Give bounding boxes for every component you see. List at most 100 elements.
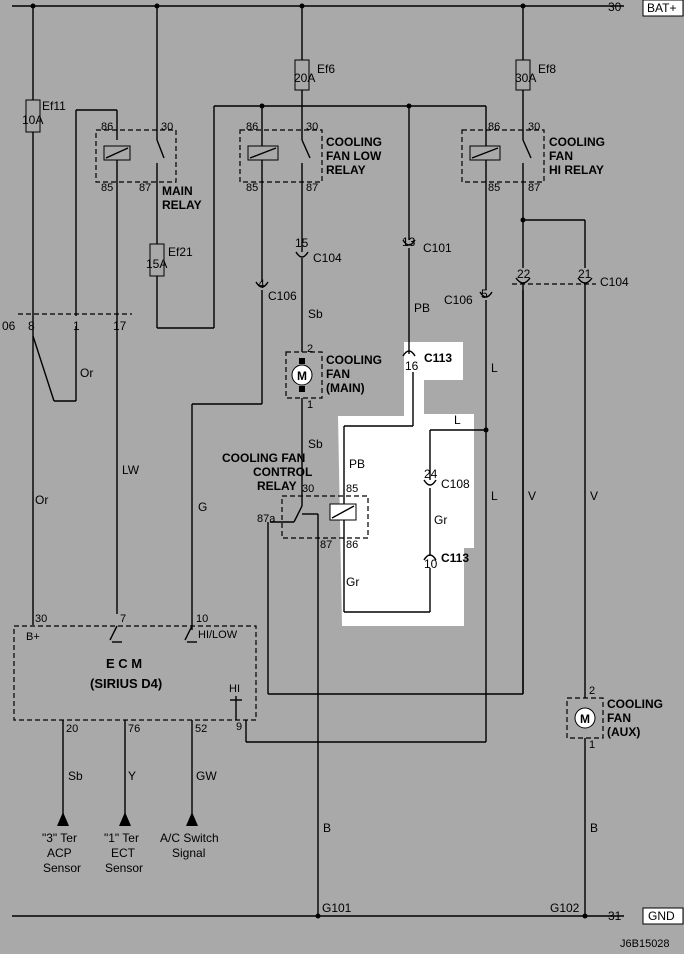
fan-aux bbox=[566, 697, 604, 739]
svg-text:Sensor: Sensor bbox=[43, 861, 81, 875]
svg-text:PB: PB bbox=[349, 457, 365, 471]
svg-text:10: 10 bbox=[424, 557, 438, 571]
svg-text:1: 1 bbox=[73, 319, 80, 333]
svg-text:FAN: FAN bbox=[549, 149, 573, 163]
svg-text:15A: 15A bbox=[146, 257, 167, 271]
svg-text:20A: 20A bbox=[294, 71, 315, 85]
svg-text:8: 8 bbox=[28, 319, 35, 333]
svg-text:06: 06 bbox=[2, 319, 16, 333]
svg-text:(MAIN): (MAIN) bbox=[326, 381, 365, 395]
svg-text:C108: C108 bbox=[441, 477, 470, 491]
svg-text:30A: 30A bbox=[515, 71, 536, 85]
svg-text:86: 86 bbox=[488, 121, 500, 133]
fan-main bbox=[285, 351, 323, 399]
svg-text:30: 30 bbox=[161, 121, 173, 133]
svg-text:L: L bbox=[454, 413, 461, 427]
svg-text:B+: B+ bbox=[26, 631, 40, 643]
sensor-ac-switch: A/C Switch bbox=[160, 831, 219, 845]
svg-text:5: 5 bbox=[481, 287, 488, 301]
svg-text:86: 86 bbox=[346, 539, 358, 551]
svg-text:86: 86 bbox=[101, 121, 113, 133]
svg-text:30: 30 bbox=[35, 613, 47, 625]
svg-text:L: L bbox=[491, 361, 498, 375]
svg-text:87a: 87a bbox=[257, 513, 276, 525]
svg-text:(AUX): (AUX) bbox=[607, 725, 640, 739]
bat-label: BAT+ bbox=[647, 1, 676, 15]
main-relay-label: MAIN bbox=[162, 184, 193, 198]
ecm-title: E C M bbox=[106, 656, 142, 671]
fan-main-motor: M bbox=[297, 369, 307, 383]
svg-text:Sensor: Sensor bbox=[105, 861, 143, 875]
svg-text:C113: C113 bbox=[441, 551, 469, 565]
hi-relay-label: COOLING bbox=[549, 135, 605, 149]
svg-text:V: V bbox=[528, 489, 536, 503]
svg-text:20: 20 bbox=[66, 723, 78, 735]
svg-text:Ef8: Ef8 bbox=[538, 62, 556, 76]
svg-text:4: 4 bbox=[258, 277, 265, 291]
svg-text:21: 21 bbox=[578, 267, 592, 281]
svg-text:PB: PB bbox=[414, 301, 430, 315]
svg-text:C104: C104 bbox=[600, 275, 629, 289]
svg-text:Gr: Gr bbox=[434, 513, 447, 527]
ecm-subtitle: (SIRIUS D4) bbox=[90, 676, 162, 691]
svg-text:FAN: FAN bbox=[326, 367, 350, 381]
hi-relay bbox=[461, 129, 545, 183]
svg-text:Or: Or bbox=[80, 366, 93, 380]
svg-text:87: 87 bbox=[320, 539, 332, 551]
svg-text:HI: HI bbox=[229, 683, 240, 695]
svg-text:87: 87 bbox=[139, 182, 151, 194]
svg-text:B: B bbox=[590, 821, 598, 835]
svg-text:Sb: Sb bbox=[68, 769, 83, 783]
svg-text:RELAY: RELAY bbox=[326, 163, 366, 177]
svg-text:Ef6: Ef6 bbox=[317, 62, 335, 76]
svg-text:15: 15 bbox=[295, 236, 309, 250]
svg-text:GW: GW bbox=[196, 769, 217, 783]
svg-text:87: 87 bbox=[306, 182, 318, 194]
svg-text:FAN LOW: FAN LOW bbox=[326, 149, 382, 163]
svg-text:Sb: Sb bbox=[308, 437, 323, 451]
fan-aux-motor: M bbox=[580, 712, 590, 726]
figure-code: J6B15028 bbox=[620, 938, 670, 950]
svg-text:FAN: FAN bbox=[607, 711, 631, 725]
svg-text:17: 17 bbox=[113, 319, 127, 333]
svg-text:C113: C113 bbox=[424, 351, 452, 365]
ground-g102: G102 bbox=[550, 901, 580, 915]
svg-text:C106: C106 bbox=[444, 293, 473, 307]
svg-text:24: 24 bbox=[424, 467, 438, 481]
gnd-label: GND bbox=[648, 909, 675, 923]
svg-text:Y: Y bbox=[128, 769, 136, 783]
svg-text:87: 87 bbox=[528, 182, 540, 194]
svg-text:22: 22 bbox=[517, 267, 531, 281]
main-relay bbox=[95, 129, 177, 183]
svg-text:HI/LOW: HI/LOW bbox=[198, 629, 238, 641]
fan-aux-label: COOLING bbox=[607, 697, 663, 711]
svg-text:B: B bbox=[323, 821, 331, 835]
svg-text:Sb: Sb bbox=[308, 307, 323, 321]
low-relay-label: COOLING bbox=[326, 135, 382, 149]
svg-text:RELAY: RELAY bbox=[257, 479, 297, 493]
svg-text:2: 2 bbox=[307, 343, 313, 355]
ground-g101: G101 bbox=[322, 901, 352, 915]
svg-text:LW: LW bbox=[122, 463, 140, 477]
svg-text:HI RELAY: HI RELAY bbox=[549, 163, 604, 177]
svg-text:10: 10 bbox=[196, 613, 208, 625]
svg-text:7: 7 bbox=[120, 613, 126, 625]
svg-text:ACP: ACP bbox=[47, 846, 72, 860]
svg-text:85: 85 bbox=[246, 182, 258, 194]
sensor-acp-1: "3" Ter bbox=[42, 831, 77, 845]
highlight-region bbox=[338, 342, 474, 626]
control-relay bbox=[281, 495, 369, 539]
svg-text:13: 13 bbox=[402, 235, 416, 249]
ecm-box bbox=[13, 625, 257, 721]
sensor-ect-1: "1" Ter bbox=[104, 831, 139, 845]
svg-text:L: L bbox=[491, 489, 498, 503]
svg-text:Signal: Signal bbox=[172, 846, 205, 860]
svg-text:85: 85 bbox=[488, 182, 500, 194]
gnd-box bbox=[642, 907, 684, 925]
svg-text:ECT: ECT bbox=[111, 846, 136, 860]
svg-text:10A: 10A bbox=[22, 113, 43, 127]
svg-text:85: 85 bbox=[101, 182, 113, 194]
low-relay bbox=[239, 129, 323, 183]
svg-text:C104: C104 bbox=[313, 251, 342, 265]
